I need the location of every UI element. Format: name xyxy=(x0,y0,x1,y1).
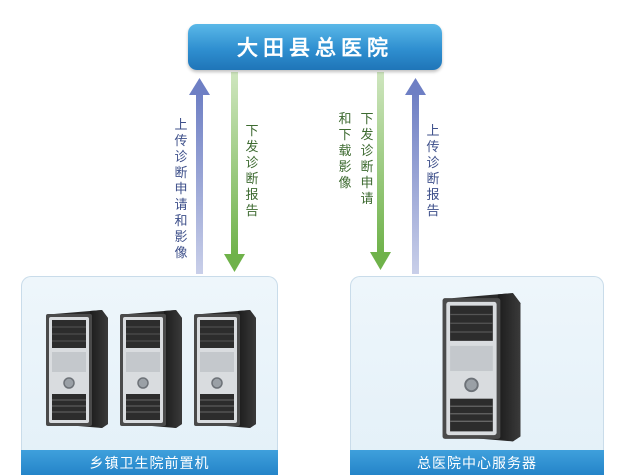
arrow-down-left xyxy=(224,72,245,272)
arrow-up-right xyxy=(405,78,426,274)
label-send-request: 下发诊断申请 xyxy=(360,112,374,207)
central-server-node: 总医院中心服务器 xyxy=(350,276,604,475)
server-tower-icon xyxy=(114,307,184,433)
label-download-image: 和下载影像 xyxy=(338,112,352,191)
label-upload-report: 上传诊断报告 xyxy=(426,124,440,219)
hospital-header: 大田县总医院 xyxy=(188,24,442,70)
server-tower-icon xyxy=(40,307,110,433)
server-tower-icon xyxy=(188,307,258,433)
arrow-down-right xyxy=(370,72,391,270)
label-upload-request: 上传诊断申请和影像 xyxy=(174,118,188,261)
label-send-report: 下发诊断报告 xyxy=(245,124,259,219)
server-tower-icon xyxy=(435,289,523,447)
header-title: 大田县总医院 xyxy=(237,36,393,60)
central-node-label: 总医院中心服务器 xyxy=(350,450,604,475)
township-node-label: 乡镇卫生院前置机 xyxy=(21,450,278,475)
arrow-up-left xyxy=(189,78,210,274)
township-hospital-node: 乡镇卫生院前置机 xyxy=(21,276,278,475)
